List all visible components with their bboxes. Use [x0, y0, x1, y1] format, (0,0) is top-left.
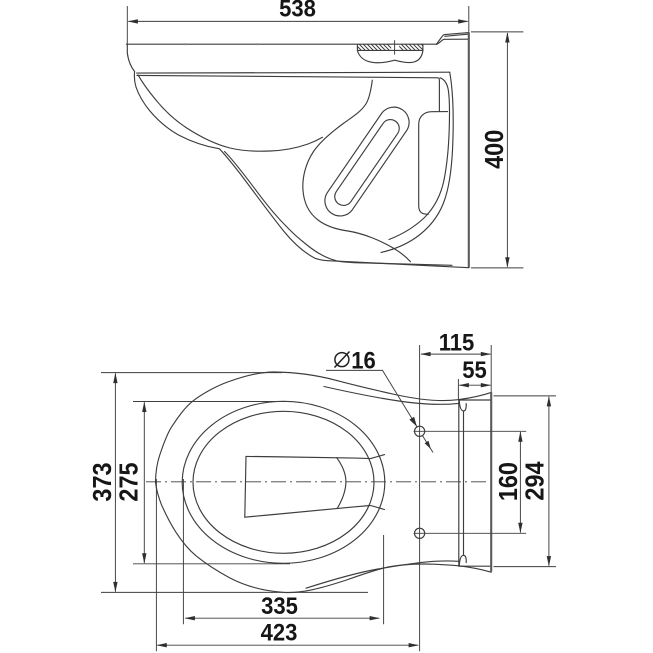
svg-text:275: 275	[116, 462, 144, 501]
svg-text:115: 115	[439, 329, 475, 356]
svg-text:373: 373	[89, 462, 117, 501]
svg-text:400: 400	[481, 130, 509, 169]
svg-text:335: 335	[261, 592, 298, 619]
svg-text:55: 55	[462, 356, 487, 383]
svg-text:16: 16	[351, 346, 376, 373]
svg-text:423: 423	[261, 619, 298, 646]
svg-text:294: 294	[522, 461, 550, 500]
svg-text:160: 160	[495, 462, 523, 501]
svg-text:538: 538	[279, 0, 316, 22]
